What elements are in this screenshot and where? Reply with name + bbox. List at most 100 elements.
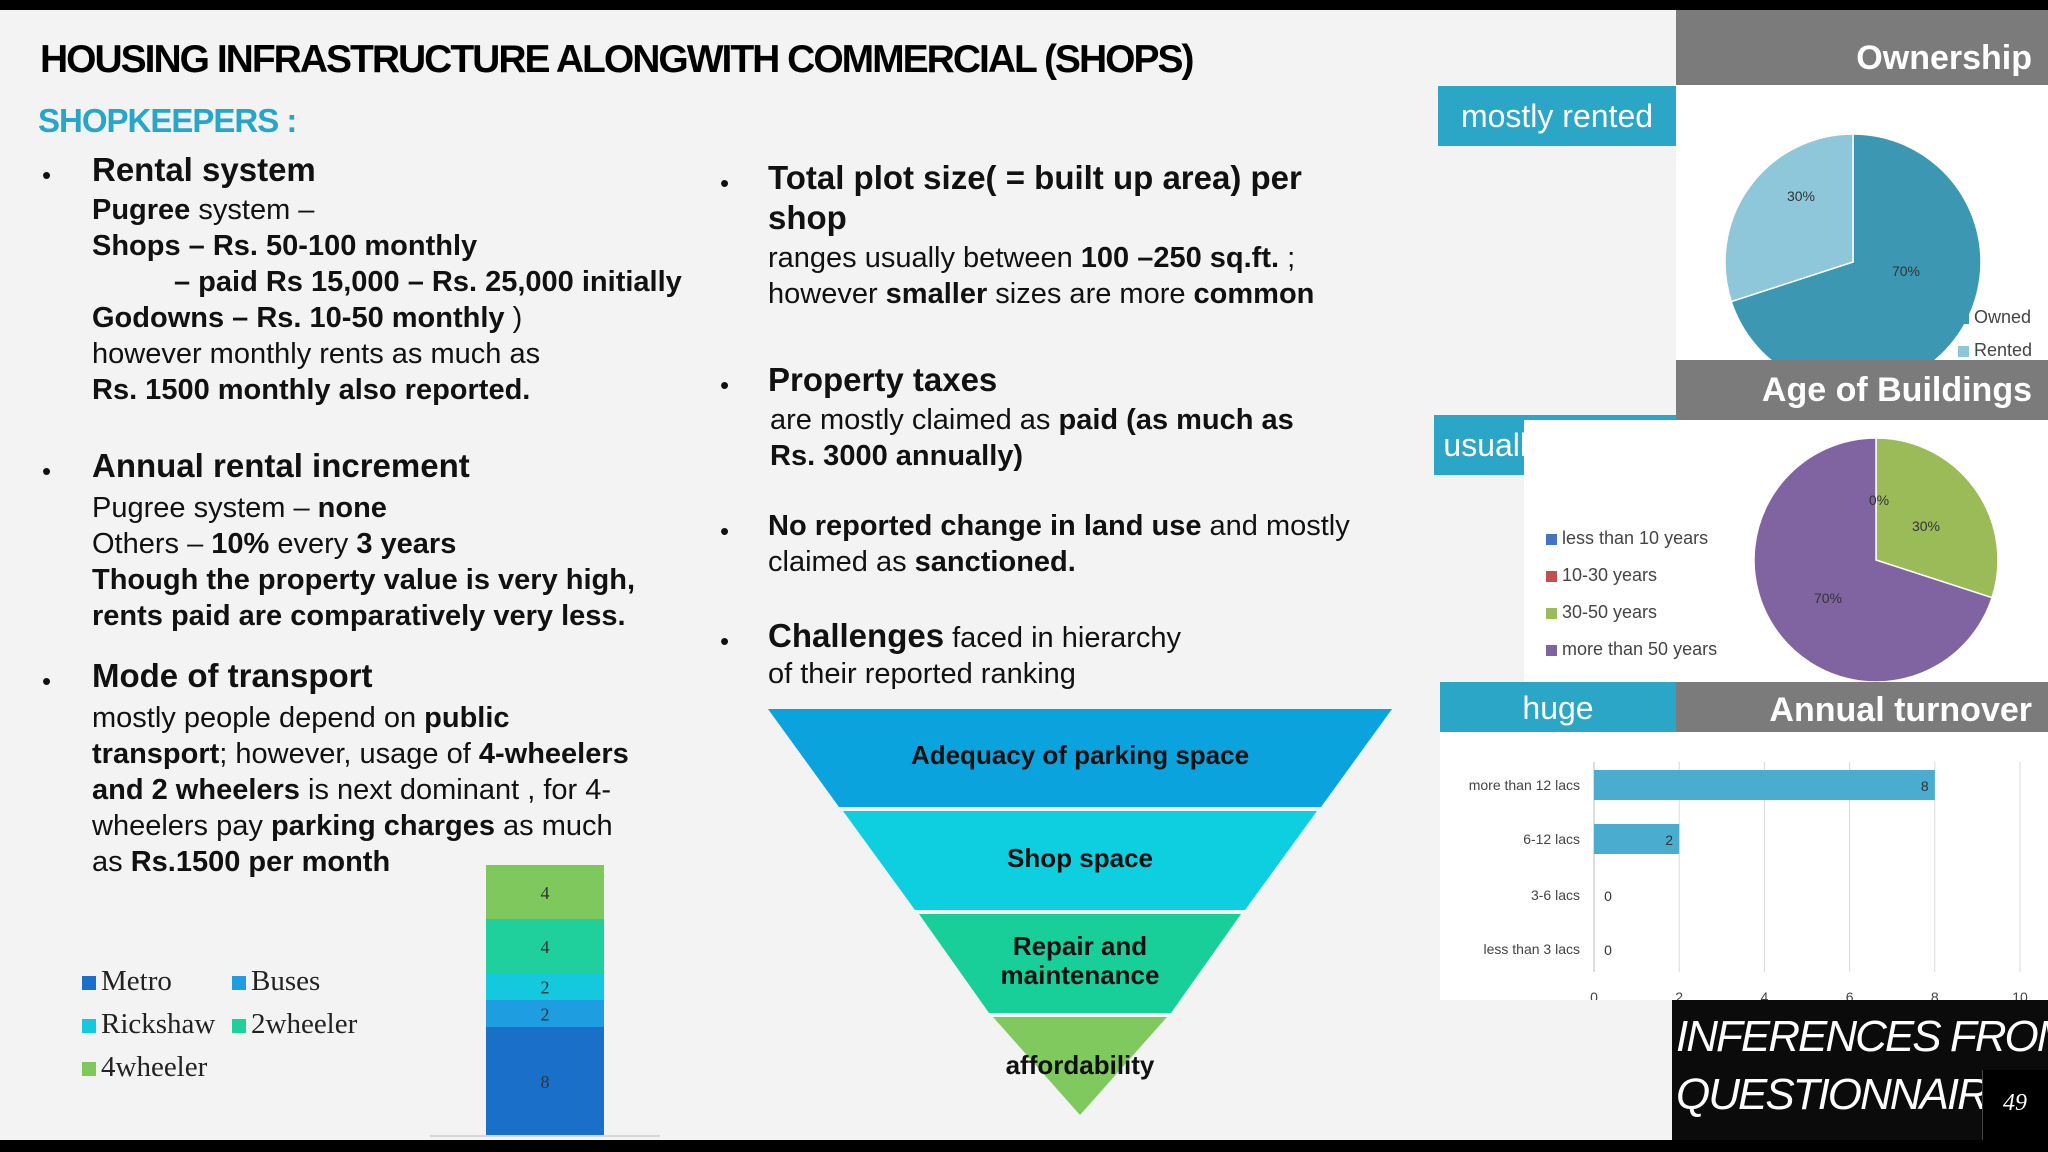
pie-slice-label: 30%	[1787, 188, 1815, 204]
funnel-label-repair: Repair and maintenance	[830, 932, 1330, 990]
landuse-text: No reported change in land use and mostl…	[768, 508, 1350, 580]
page-number-box	[1982, 1070, 2048, 1140]
plot-l1c: ;	[1279, 242, 1296, 274]
funnel-label-affordability: affordability	[1005, 1050, 1155, 1080]
footer-title: INFERENCES FROM QUESTIONNAIRE	[1676, 1008, 2048, 1124]
legend-30-50-label: 30-50 years	[1562, 602, 1658, 622]
inc-l2a: Others –	[92, 528, 212, 560]
turnover-x-tick: 0	[1590, 989, 1598, 1000]
page-number: 49	[2003, 1090, 2027, 1116]
rental-l6: Rs. 1500 monthly also reported.	[92, 374, 531, 406]
funnel-label-parking: Adequacy of parking space	[910, 740, 1250, 770]
inc-l1b: none	[317, 492, 387, 524]
legend-buses-label: Buses	[251, 965, 321, 997]
turnover-bar	[1594, 824, 1680, 854]
rental-l5: however monthly rents as much as	[92, 338, 541, 370]
ownership-chart-panel: 70% 30% Owned Rented	[1676, 85, 2048, 391]
transport-bar-segment	[486, 919, 604, 973]
turnover-x-tick: 6	[1846, 989, 1854, 1000]
transport-segment-label: 4	[541, 883, 550, 903]
funnel-level-3	[919, 914, 1241, 1013]
tr-l4a: wheelers pay	[92, 810, 271, 842]
turnover-category-label: more than 12 lacs	[1469, 777, 1580, 793]
tax-l2: Rs. 3000 annually)	[770, 440, 1024, 472]
turnover-x-tick: 10	[2012, 989, 2028, 1000]
tr-l2a: transport	[92, 738, 220, 770]
plot-l1b: 100 –250 sq.ft.	[1080, 242, 1280, 274]
legend-rented-label: Rented	[1974, 340, 2033, 360]
tr-l4b: parking charges	[270, 810, 495, 842]
legend-rented: Rented	[1958, 340, 2032, 361]
plot-heading1: Total plot size( = built up area) per	[768, 159, 1302, 196]
pie-slice-label: 30%	[1912, 518, 1940, 534]
inc-l2d: 3 years	[356, 528, 457, 560]
legend-rickshaw: Rickshaw	[82, 1008, 215, 1041]
turnover-value-label: 8	[1921, 778, 1929, 794]
tr-l1b: public	[424, 702, 510, 734]
legend-10-30-label: 10-30 years	[1562, 565, 1658, 585]
age-pie-chart: 0%30%70%	[1753, 437, 1999, 683]
legend-metro-label: Metro	[101, 965, 172, 997]
challenges-text: Challenges faced in hierarchy of their r…	[768, 618, 1181, 692]
legend-swatch	[232, 1019, 246, 1034]
legend-buses: Buses	[232, 965, 320, 998]
bullet-icon: •	[720, 516, 730, 546]
turnover-x-tick: 4	[1761, 989, 1769, 1000]
transport-segment-label: 4	[541, 937, 550, 957]
rental-l1b: system –	[190, 194, 315, 226]
pie-slice	[1724, 133, 1854, 303]
bullet-icon: •	[42, 666, 52, 696]
legend-swatch	[1546, 644, 1557, 656]
plot-heading2: shop	[768, 199, 847, 236]
transport-text: mostly people depend on public transport…	[92, 700, 629, 880]
legend-4wheeler-label: 4wheeler	[101, 1051, 208, 1083]
funnel-level-1	[768, 709, 1392, 807]
legend-swatch	[82, 1062, 96, 1077]
transport-segment-label: 8	[541, 1072, 550, 1092]
funnel-level-4	[993, 1017, 1167, 1115]
legend-lt10: less than 10 years	[1546, 528, 1708, 549]
bullet-icon: •	[42, 160, 52, 190]
plot-l1a: ranges usually between	[768, 242, 1081, 274]
bullet-icon: •	[720, 168, 730, 198]
ch-l1b: faced in hierarchy	[944, 622, 1182, 654]
pie-slice-label: 70%	[1892, 263, 1920, 279]
rental-l1a: Pugree	[92, 194, 191, 226]
funnel-level-2	[843, 811, 1317, 910]
legend-owned-label: Owned	[1974, 307, 2032, 327]
plot-text: ranges usually between 100 –250 sq.ft. ;…	[768, 240, 1314, 312]
bullet-icon: •	[720, 370, 730, 400]
legend-4wheeler: 4wheeler	[82, 1051, 207, 1084]
taxes-heading: Property taxes	[768, 361, 998, 398]
legend-swatch	[82, 1019, 96, 1034]
legend-swatch	[1546, 533, 1557, 545]
lu-l1b: and mostly	[1201, 510, 1350, 542]
inc-l1a: Pugree system –	[92, 492, 318, 524]
plot-l2d: common	[1193, 278, 1315, 310]
lu-l1a: No reported change in land use	[768, 510, 1202, 542]
turnover-bar	[1594, 770, 1935, 800]
turnover-x-tick: 8	[1931, 989, 1939, 1000]
transport-bar-segment	[486, 1027, 604, 1135]
ch-l2: of their reported ranking	[768, 658, 1076, 690]
rental-l2: Shops – Rs. 50-100 monthly	[92, 230, 478, 262]
turnover-category-label: 6-12 lacs	[1523, 831, 1580, 847]
legend-owned: Owned	[1958, 307, 2031, 328]
plot-heading: Total plot size( = built up area) per sh…	[768, 158, 1302, 238]
legend-swatch	[1958, 312, 1969, 324]
rental-heading: Rental system	[92, 151, 316, 188]
funnel-repair-l2: maintenance	[1000, 960, 1160, 990]
turnover-category-label: 3-6 lacs	[1531, 887, 1580, 903]
slide: HOUSING INFRASTRUCTURE ALONGWITH COMMERC…	[0, 10, 2048, 1140]
inc-l4: rents paid are comparatively very less.	[92, 600, 626, 632]
legend-swatch	[232, 976, 246, 991]
turnover-tag: huge	[1440, 682, 1676, 732]
tr-l2b: ; however, usage of	[219, 738, 479, 770]
section-subtitle: SHOPKEEPERS :	[38, 102, 297, 139]
taxes-text: are mostly claimed as paid (as much as R…	[770, 402, 1294, 474]
lu-l2b: sanctioned.	[914, 546, 1076, 578]
plot-l2c: sizes are more	[987, 278, 1194, 310]
transport-heading: Mode of transport	[92, 657, 373, 694]
legend-gt50: more than 50 years	[1546, 639, 1717, 660]
turnover-x-tick: 2	[1675, 989, 1683, 1000]
